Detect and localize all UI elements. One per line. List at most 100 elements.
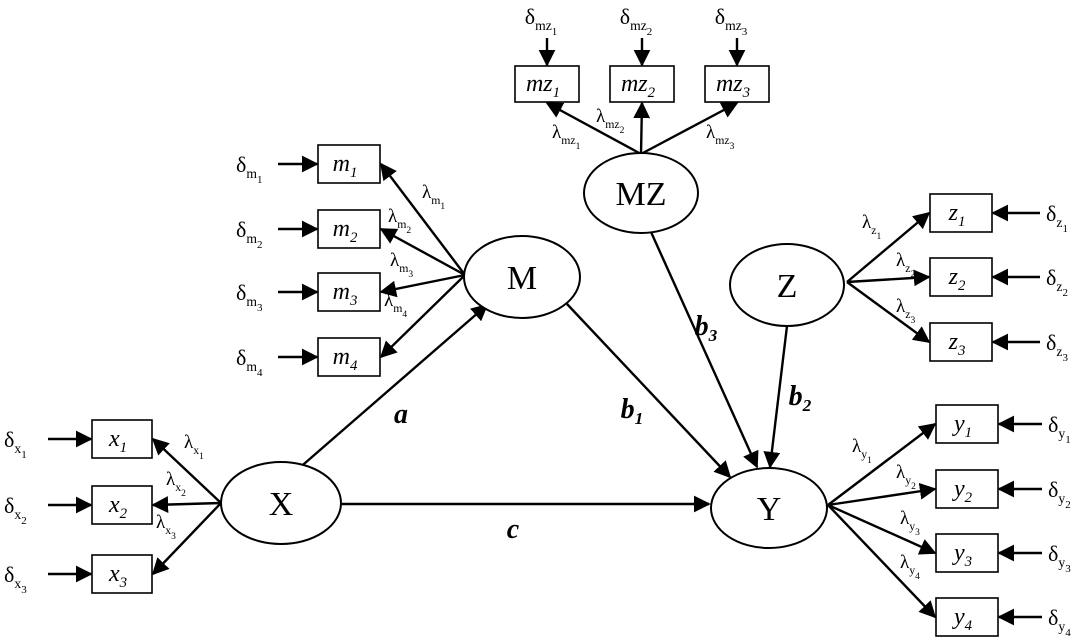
error-delta-x1-base: δ xyxy=(4,427,14,452)
error-delta-mz2-subsub: 2 xyxy=(647,26,653,38)
indicator-mz1-box xyxy=(514,65,580,103)
indicator-x3-label-sub: 3 xyxy=(119,575,127,591)
loading-lambda-mz3-subsub: 3 xyxy=(730,142,735,152)
loading-lambda-mz1: λmz1 xyxy=(552,122,581,152)
indicator-mz2-box xyxy=(609,65,675,103)
indicator-y4-label-sub: 4 xyxy=(965,618,973,634)
indicator-z3-box xyxy=(929,322,993,362)
error-delta-m4-base: δ xyxy=(236,345,246,370)
error-delta-z1-sub: z xyxy=(1056,215,1062,230)
path-a-label: a xyxy=(394,399,408,430)
loading-lambda-m3-sub: m xyxy=(399,262,408,275)
latent-x-label: X xyxy=(269,486,294,523)
error-delta-z1-subsub: 1 xyxy=(1062,223,1068,235)
loading-lambda-z3: λz3 xyxy=(896,296,915,326)
error-delta-y2-subsub: 2 xyxy=(1065,499,1071,511)
indicator-m1-label-sub: 1 xyxy=(350,165,357,181)
error-delta-m3-base: δ xyxy=(236,280,246,305)
indicator-y2-label-sub: 2 xyxy=(965,490,973,506)
error-delta-x3: δx3 xyxy=(4,562,27,596)
error-delta-m1: δm1 xyxy=(236,152,262,186)
indicator-z2-label: z2 xyxy=(948,264,966,294)
error-delta-z2-subsub: 2 xyxy=(1062,287,1068,299)
error-delta-m1-base: δ xyxy=(236,152,246,177)
loading-arrow-m1 xyxy=(379,162,466,276)
error-delta-x3-subsub: 3 xyxy=(21,584,27,596)
error-delta-mz2-base: δ xyxy=(620,4,630,29)
loading-arrow-mz2 xyxy=(633,101,651,155)
error-delta-mz1: δmz1 xyxy=(525,4,558,38)
error-delta-y3-sub: y xyxy=(1058,555,1065,570)
connector-layer xyxy=(48,38,1042,626)
indicator-x1-label-sub: 1 xyxy=(120,440,127,456)
indicator-x1-label-base: x xyxy=(108,426,120,452)
indicator-z1-label: z1 xyxy=(948,200,966,230)
loading-lambda-z3-subsub: 3 xyxy=(910,316,915,326)
path-b2-label-base: b xyxy=(789,381,803,412)
loading-lambda-y3: λy3 xyxy=(900,508,920,538)
indicator-y4-label: y4 xyxy=(952,604,973,634)
error-delta-m2-subsub: 2 xyxy=(257,239,263,251)
path-b3-arrow xyxy=(649,231,759,469)
error-delta-m4-subsub: 4 xyxy=(257,367,263,379)
loading-lambda-mz2: λmz2 xyxy=(596,106,625,136)
loading-lambda-x2-sub: x xyxy=(175,481,181,494)
indicator-m4-label: m4 xyxy=(333,344,358,374)
loading-lambda-x3-subsub: 3 xyxy=(171,532,176,542)
indicator-m3-box xyxy=(317,272,381,312)
loading-lambda-z2: λz2 xyxy=(896,250,915,280)
path-b3-label-sub: 3 xyxy=(708,326,718,345)
loading-arrow-y3 xyxy=(827,503,937,555)
error-delta-mz3-sub: mz xyxy=(725,18,742,33)
indicator-m3-label-sub: 3 xyxy=(349,293,357,309)
loading-lambda-z1-base: λ xyxy=(862,212,872,233)
error-delta-mz2: δmz2 xyxy=(620,4,653,38)
error-delta-m2: δm2 xyxy=(236,217,262,251)
loading-lambda-m2-sub: m xyxy=(397,218,406,231)
indicator-m3-label-base: m xyxy=(333,279,350,305)
error-delta-z1-base: δ xyxy=(1046,201,1056,226)
loading-lambda-y4: λy4 xyxy=(900,552,920,582)
path-b3-label-base: b xyxy=(695,311,709,342)
error-delta-y4-subsub: 4 xyxy=(1065,627,1071,639)
error-delta-mz1-base: δ xyxy=(525,4,535,29)
indicator-mz3-label-base: mz xyxy=(716,71,743,97)
latent-x-node xyxy=(220,461,342,545)
error-delta-y3-subsub: 3 xyxy=(1065,563,1071,575)
loading-lambda-z2-sub: z xyxy=(905,262,910,275)
error-delta-m1-subsub: 1 xyxy=(257,174,263,186)
loading-lambda-z1: λz1 xyxy=(862,212,881,242)
error-delta-z3-subsub: 3 xyxy=(1062,352,1068,364)
indicator-x2-label-base: x xyxy=(108,492,120,518)
indicator-x2-label-sub: 2 xyxy=(120,506,128,522)
error-delta-y1-base: δ xyxy=(1048,412,1058,437)
error-delta-mz2-sub: mz xyxy=(630,18,647,33)
loading-arrow-y2 xyxy=(827,482,937,507)
error-delta-z2-sub: z xyxy=(1056,279,1062,294)
loading-lambda-x1-base: λ xyxy=(184,432,194,453)
indicator-m2-box xyxy=(317,209,381,249)
indicator-m1-label: m1 xyxy=(333,151,358,181)
loading-lambda-x3-base: λ xyxy=(156,512,166,533)
error-delta-z2-base: δ xyxy=(1046,265,1056,290)
indicator-mz1-label: mz1 xyxy=(526,71,560,101)
loading-lambda-y1: λy1 xyxy=(852,436,872,466)
error-delta-x1: δx1 xyxy=(4,427,27,461)
loading-arrow-z2 xyxy=(846,269,931,287)
error-delta-y2: δy2 xyxy=(1048,477,1071,511)
error-delta-m2-base: δ xyxy=(236,217,246,242)
error-delta-y1-subsub: 1 xyxy=(1065,434,1071,446)
loading-lambda-m4-subsub: 4 xyxy=(402,310,407,320)
loading-lambda-mz3: λmz3 xyxy=(706,122,735,152)
error-delta-x1-sub: x xyxy=(14,441,21,456)
loading-arrow-y4 xyxy=(827,504,937,619)
loading-arrow-m2 xyxy=(379,227,466,277)
loading-lambda-m1-subsub: 1 xyxy=(440,202,445,212)
latent-m-label: M xyxy=(507,260,537,297)
error-delta-m4: δm4 xyxy=(236,345,263,379)
error-delta-y4: δy4 xyxy=(1048,605,1071,639)
path-b1-label-base: b xyxy=(621,394,635,425)
indicator-y3-label: y3 xyxy=(952,540,972,570)
indicator-y3-label-sub: 3 xyxy=(964,554,972,570)
